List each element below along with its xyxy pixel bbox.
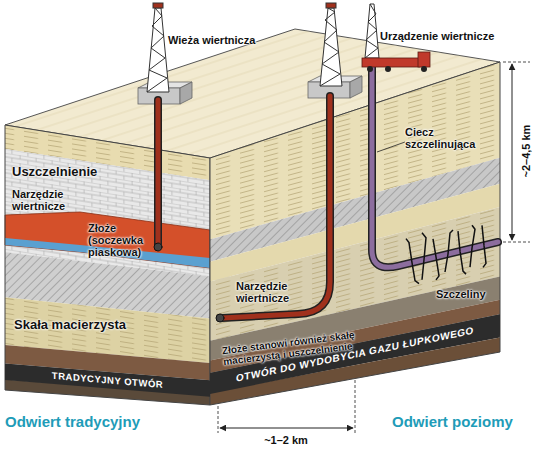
rig-truck bbox=[362, 52, 430, 72]
well-pipes bbox=[154, 66, 498, 322]
callout-label: Odwiert poziomy bbox=[392, 414, 513, 431]
derricks bbox=[147, 3, 379, 92]
right-face-layers bbox=[210, 62, 500, 405]
fractures bbox=[406, 225, 486, 283]
callout-label: Wieża wiertnicza bbox=[168, 34, 255, 46]
callout-label: Narzędzie wiertnicze bbox=[12, 188, 88, 212]
callout-label: ~1–2 km bbox=[256, 434, 316, 446]
callout-label: Skała macierzysta bbox=[14, 318, 126, 332]
callout-label: Szczeliny bbox=[436, 288, 486, 300]
callout-label: Odwiert tradycyjny bbox=[5, 414, 140, 431]
callout-label: Uszczelnienie bbox=[12, 165, 97, 179]
callout-label: Narzędzie wiertnicze bbox=[236, 280, 306, 304]
callout-label: Złoże (soczewka piaskowa) bbox=[88, 222, 154, 258]
callout-label: Urządzenie wiertnicze bbox=[380, 30, 494, 42]
dimension-brackets bbox=[218, 62, 530, 433]
left-face-layers bbox=[5, 125, 210, 405]
leader-line bbox=[377, 142, 405, 152]
callout-label: Ciecz szczelinująca bbox=[405, 126, 490, 150]
callout-label: ~2–4,5 km bbox=[520, 121, 532, 181]
